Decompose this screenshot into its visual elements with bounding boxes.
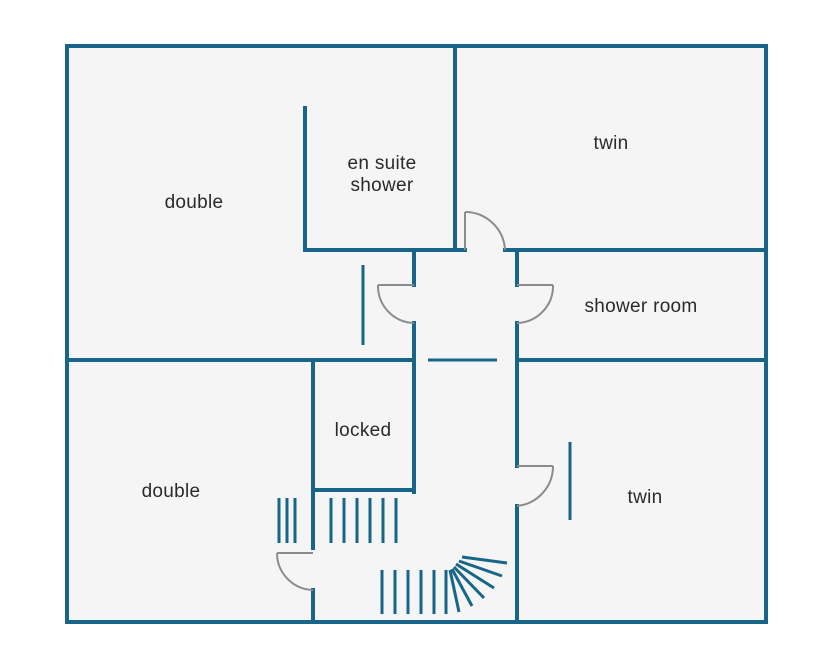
thin-partitions [361,265,572,520]
door-double-bottom[interactable] [276,552,314,591]
room-label-double-top: double [165,192,224,213]
doors [276,210,555,591]
room-label-double-bottom: double [142,481,201,502]
room-label-twin-bottom: twin [628,487,663,508]
door-twin-top[interactable] [464,210,506,251]
room-label-en-suite-line2: shower [350,175,413,196]
room-label-locked: locked [335,420,392,441]
outer-wall [65,44,768,624]
stairs-winder [444,555,508,614]
room-labels: double en suite shower twin shower room … [142,133,698,508]
room-label-shower-room: shower room [584,296,697,317]
door-double-top[interactable] [376,284,415,324]
stairs-upper-flight [329,498,398,543]
floor-area [67,46,766,622]
room-label-en-suite-line1: en suite [348,153,417,174]
stairs-lower-flight [380,570,436,614]
stairs [277,498,508,614]
walls [65,44,768,624]
room-label-twin-top: twin [594,133,629,154]
stairs-left-small [277,498,297,543]
door-twin-bottom[interactable] [516,465,555,507]
door-shower-room[interactable] [516,284,555,324]
